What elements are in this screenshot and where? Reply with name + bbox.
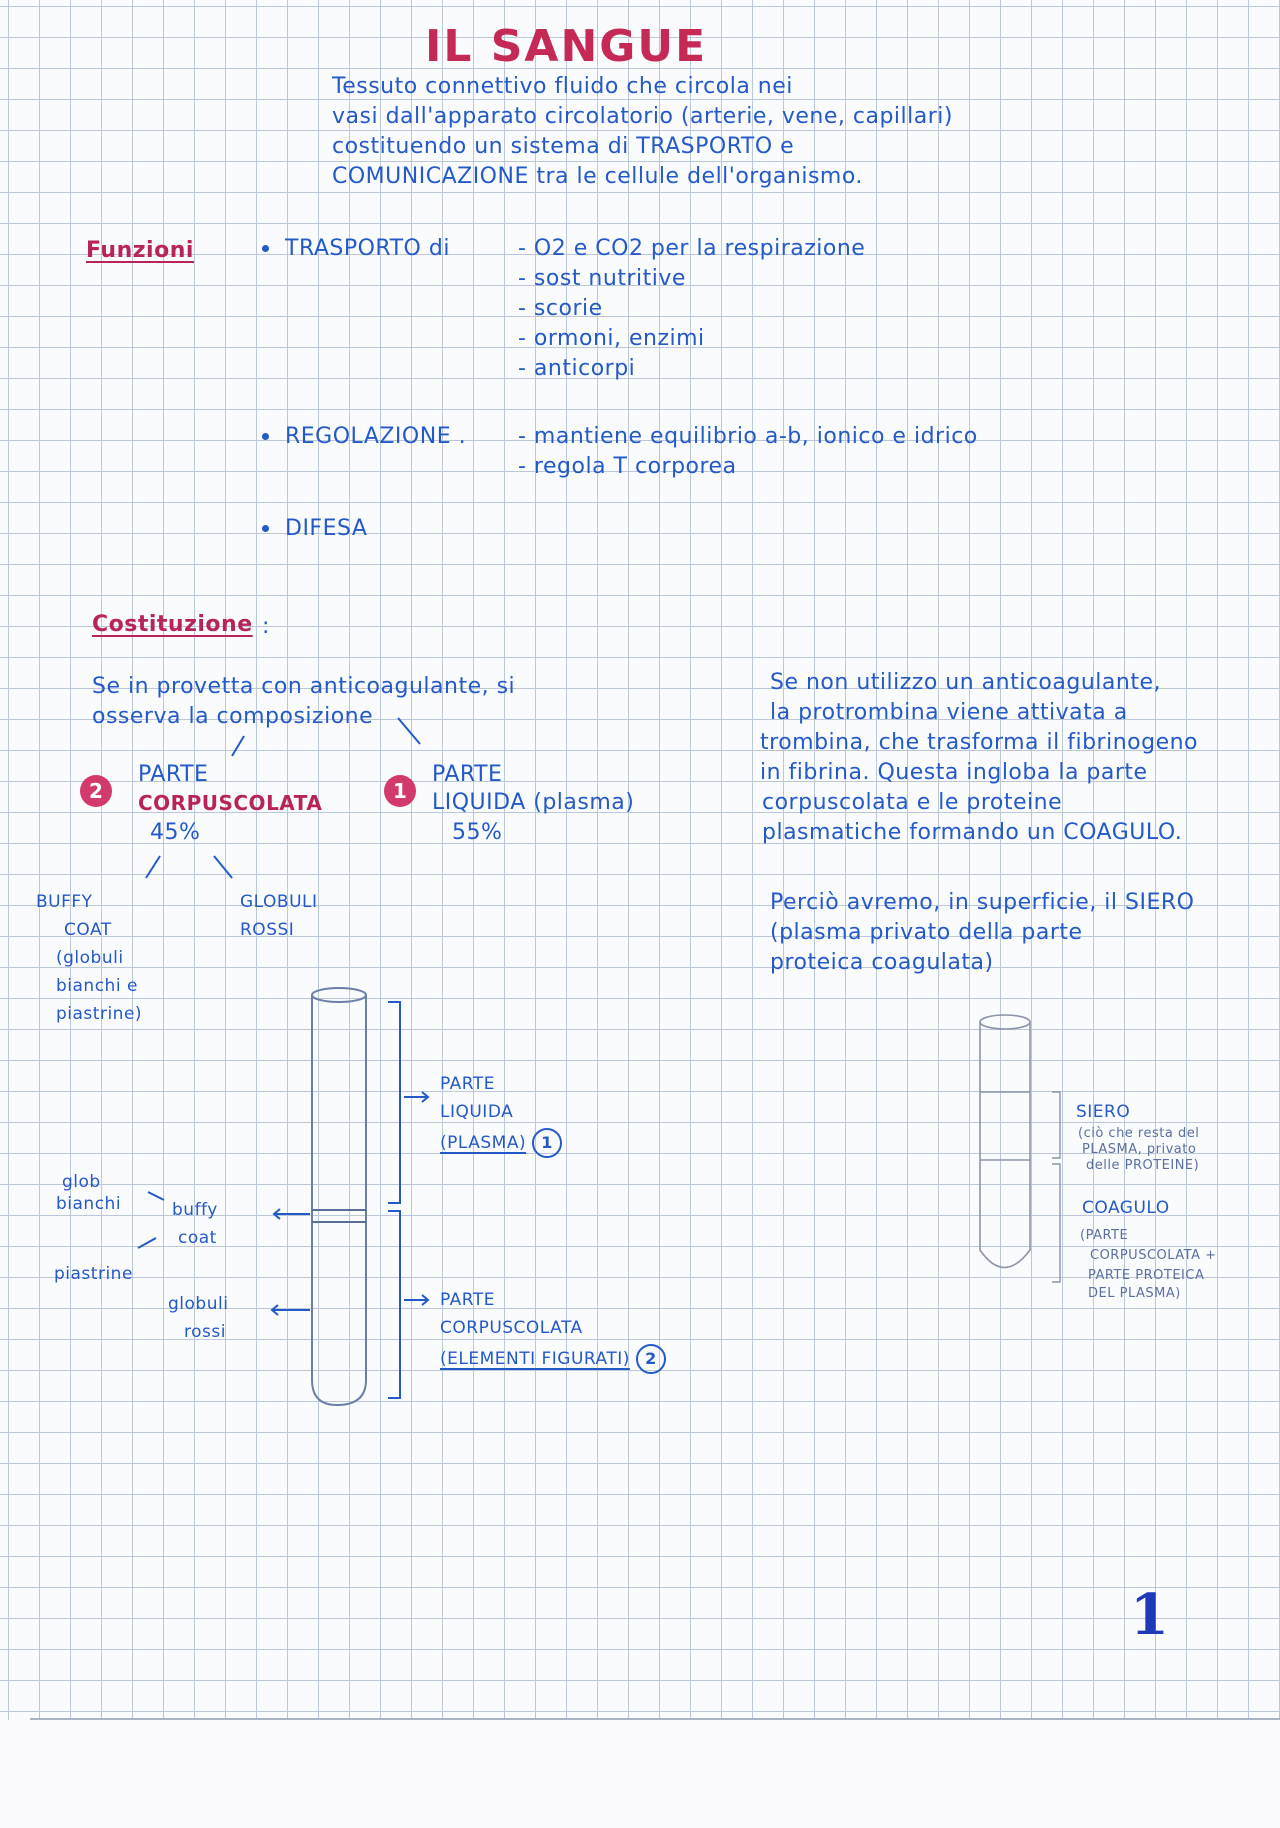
- coagulo-note: CORPUSCOLATA +: [1090, 1248, 1217, 1263]
- buffy-coat-label: piastrine): [56, 1004, 143, 1024]
- funzioni-heading: Funzioni: [86, 238, 194, 263]
- right-text-line: plasmatiche formando un COAGULO.: [762, 820, 1183, 845]
- right-text2-line: proteica coagulata): [770, 950, 994, 975]
- glob-bianchi-label: bianchi: [56, 1194, 122, 1214]
- bullet-icon: [262, 433, 269, 440]
- siero-label: SIERO: [1076, 1102, 1131, 1122]
- trasporto-item: - O2 e CO2 per la respirazione: [518, 236, 866, 261]
- piastrine-label: piastrine: [54, 1264, 133, 1284]
- globuli-rossi-label: ROSSI: [240, 920, 295, 940]
- bullet-icon: [262, 525, 269, 532]
- parte-corpuscolata-label: PARTE: [138, 762, 209, 787]
- page-number: 1: [1130, 1582, 1169, 1648]
- right-text-line: Se non utilizzo un anticoagulante,: [770, 670, 1161, 695]
- right-text-line: la protrombina viene attivata a: [770, 700, 1128, 725]
- siero-note: PLASMA, privato: [1082, 1142, 1197, 1157]
- page-bottom-margin: [0, 1720, 1280, 1828]
- buffy-coat-label: BUFFY: [36, 892, 93, 912]
- number-1-badge: 1: [384, 775, 416, 807]
- parte-corpuscolata-label: CORPUSCOLATA: [138, 791, 323, 815]
- globuli-rossi-tube-label: rossi: [184, 1322, 226, 1342]
- regolazione-label: REGOLAZIONE .: [285, 424, 467, 449]
- intro-line: vasi dall'apparato circolatorio (arterie…: [332, 104, 953, 129]
- parte-liquida-pct: 55%: [452, 820, 503, 845]
- buffy-coat-label: COAT: [64, 920, 112, 940]
- parte-liquida-label: PARTE: [432, 762, 503, 787]
- intro-line: Tessuto connettivo fluido che circola ne…: [332, 74, 793, 99]
- globuli-rossi-tube-label: globuli: [168, 1294, 229, 1314]
- buffy-coat-label: (globuli: [56, 948, 124, 968]
- costituzione-heading: Costituzione: [92, 612, 253, 637]
- coagulo-note: PARTE PROTEICA: [1088, 1268, 1205, 1283]
- regolazione-item: - mantiene equilibrio a-b, ionico e idri…: [518, 424, 978, 449]
- trasporto-item: - sost nutritive: [518, 266, 686, 291]
- costituzione-text: Se in provetta con anticoagulante, si: [92, 674, 516, 699]
- costituzione-text: osserva la composizione: [92, 704, 374, 729]
- parte-liquida-label: LIQUIDA (plasma): [432, 790, 635, 815]
- bullet-icon: [262, 245, 269, 252]
- buffy-coat-tube-label: buffy: [172, 1200, 218, 1220]
- tube-parte-liquida: PARTE: [440, 1074, 495, 1094]
- page-title: IL SANGUE: [425, 21, 708, 72]
- tube-parte-corpuscolata: CORPUSCOLATA: [440, 1318, 583, 1338]
- siero-note: delle PROTEINE): [1086, 1158, 1200, 1173]
- right-text-line: corpuscolata e le proteine: [762, 790, 1063, 815]
- right-text-line: trombina, che trasforma il fibrinogeno: [760, 730, 1199, 755]
- coagulo-note: (PARTE: [1080, 1228, 1129, 1243]
- coagulo-label: COAGULO: [1082, 1198, 1170, 1218]
- siero-note: (ciò che resta del: [1078, 1126, 1200, 1141]
- tube-parte-corpuscolata: PARTE: [440, 1290, 495, 1310]
- tube-parte-corpuscolata: (ELEMENTI FIGURATI)2: [440, 1344, 666, 1374]
- buffy-coat-tube-label: coat: [178, 1228, 217, 1248]
- intro-line: costituendo un sistema di TRASPORTO e: [332, 134, 795, 159]
- difesa-label: DIFESA: [285, 516, 368, 541]
- right-text2-line: (plasma privato della parte: [770, 920, 1083, 945]
- intro-line: COMUNICAZIONE tra le cellule dell'organi…: [332, 164, 863, 189]
- regolazione-item: - regola T corporea: [518, 454, 737, 479]
- parte-corpuscolata-pct: 45%: [150, 820, 201, 845]
- coagulo-note: DEL PLASMA): [1088, 1286, 1181, 1301]
- number-2-badge: 2: [80, 775, 112, 807]
- heading-colon: :: [262, 614, 270, 639]
- buffy-coat-label: bianchi e: [56, 976, 138, 996]
- right-text-line: in fibrina. Questa ingloba la parte: [760, 760, 1148, 785]
- right-text2-line: Perciò avremo, in superficie, il SIERO: [770, 890, 1195, 915]
- page-bottom-rule: [30, 1718, 1280, 1720]
- tube-parte-liquida: LIQUIDA: [440, 1102, 514, 1122]
- number-1-circle: 1: [532, 1128, 563, 1158]
- number-2-circle: 2: [635, 1344, 666, 1374]
- trasporto-item: - scorie: [518, 296, 603, 321]
- tube-parte-liquida: (PLASMA)1: [440, 1128, 563, 1158]
- glob-bianchi-label: glob: [62, 1172, 101, 1192]
- trasporto-label: TRASPORTO di: [285, 236, 450, 261]
- trasporto-item: - anticorpi: [518, 356, 636, 381]
- trasporto-item: - ormoni, enzimi: [518, 326, 705, 351]
- globuli-rossi-label: GLOBULI: [240, 892, 318, 912]
